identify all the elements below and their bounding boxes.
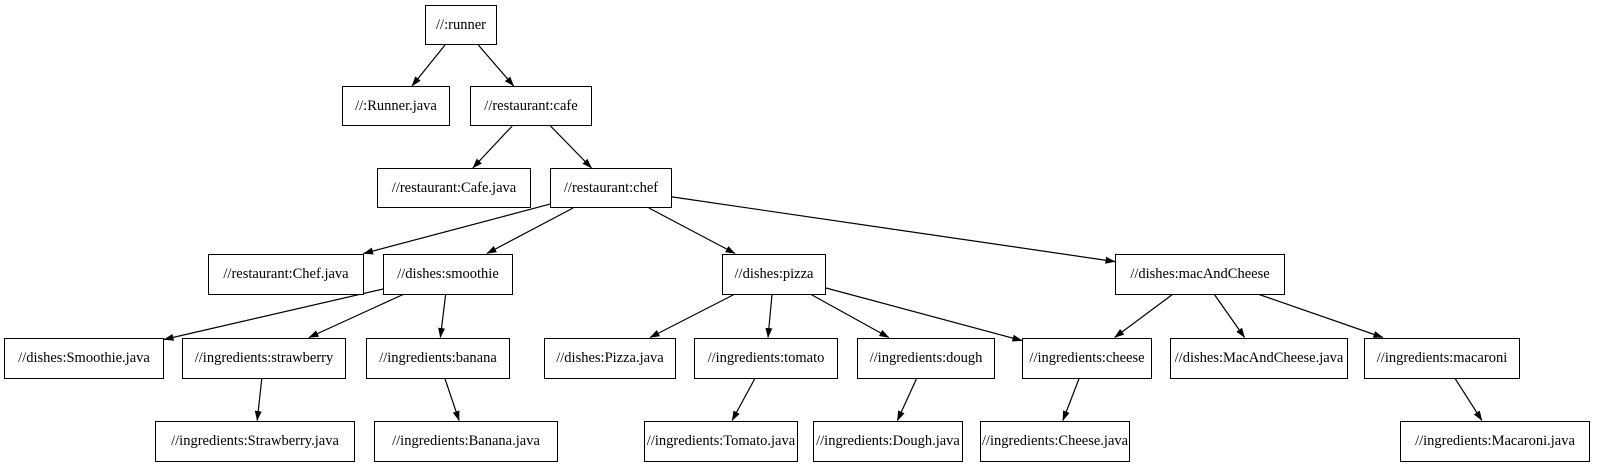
- graph-node-smoothie-java: //dishes:Smoothie.java: [4, 337, 164, 379]
- graph-node-label: //dishes:MacAndCheese.java: [1174, 349, 1344, 366]
- graph-edge-pizza-to-dough: [810, 293, 890, 339]
- graph-node-label: //dishes:pizza: [734, 265, 814, 282]
- graph-edge-dough-to-dough-java: [896, 378, 918, 421]
- graph-node-label: //ingredients:strawberry: [194, 349, 334, 366]
- graph-node-cheese-java: //ingredients:Cheese.java: [980, 420, 1130, 462]
- graph-node-label: //ingredients:tomato: [707, 349, 825, 366]
- graph-node-smoothie: //dishes:smoothie: [383, 253, 513, 295]
- graph-edge-cheese-to-cheese-java: [1062, 378, 1080, 421]
- graph-edge-cafe-to-chef: [550, 125, 592, 169]
- graph-node-mac-and-cheese-java: //dishes:MacAndCheese.java: [1170, 337, 1348, 379]
- graph-edge-chef-to-pizza: [648, 207, 736, 255]
- graph-node-dough-java: //ingredients:Dough.java: [813, 420, 963, 462]
- graph-edge-chef-to-mac-and-cheese: [671, 196, 1116, 264]
- graph-node-dough: //ingredients:dough: [857, 337, 995, 379]
- graph-edge-smoothie-to-strawberry: [308, 293, 404, 339]
- graph-edge-mac-and-cheese-to-macaroni: [1258, 293, 1384, 339]
- graph-edge-pizza-to-tomato: [765, 294, 773, 338]
- graph-edge-macaroni-to-macaroni-java: [1454, 378, 1483, 421]
- graph-node-label: //restaurant:Cafe.java: [391, 179, 517, 196]
- graph-edge-pizza-to-pizza-java: [649, 293, 735, 339]
- graph-node-pizza: //dishes:pizza: [722, 253, 826, 295]
- graph-node-label: //ingredients:Cheese.java: [981, 432, 1129, 449]
- graph-node-label: //ingredients:Strawberry.java: [171, 432, 339, 449]
- graph-node-chef-java: //restaurant:Chef.java: [208, 253, 364, 295]
- graph-node-label: //dishes:Pizza.java: [556, 349, 664, 366]
- graph-node-pizza-java: //dishes:Pizza.java: [544, 337, 676, 379]
- graph-node-macaroni-java: //ingredients:Macaroni.java: [1400, 420, 1590, 462]
- graph-node-cafe: //restaurant:cafe: [470, 86, 592, 126]
- graph-node-cheese: //ingredients:cheese: [1022, 337, 1152, 379]
- graph-node-tomato: //ingredients:tomato: [694, 337, 838, 379]
- graph-edge-mac-and-cheese-to-mac-and-cheese-java: [1213, 294, 1246, 338]
- graph-node-runner: //:runner: [425, 5, 497, 45]
- graph-node-label: //restaurant:cafe: [484, 97, 578, 114]
- graph-edge-tomato-to-tomato-java: [731, 378, 756, 421]
- graph-node-label: //ingredients:Banana.java: [392, 432, 540, 449]
- graph-node-label: //ingredients:macaroni: [1376, 349, 1508, 366]
- graph-node-label: //dishes:Smoothie.java: [18, 349, 150, 366]
- graph-node-label: //ingredients:dough: [869, 349, 983, 366]
- graph-edge-banana-to-banana-java: [444, 378, 460, 421]
- graph-edge-runner-to-cafe: [477, 44, 515, 87]
- graph-edge-smoothie-to-smoothie-java: [163, 288, 384, 341]
- graph-node-banana: //ingredients:banana: [366, 337, 510, 379]
- graph-edge-strawberry-to-strawberry-java: [254, 378, 263, 421]
- graph-edge-pizza-to-cheese: [825, 287, 1023, 342]
- graph-node-tomato-java: //ingredients:Tomato.java: [644, 420, 798, 462]
- graph-node-mac-and-cheese: //dishes:macAndCheese: [1115, 253, 1285, 295]
- graph-node-label: //ingredients:banana: [379, 349, 497, 366]
- graph-edge-runner-to-runner-java: [411, 44, 446, 87]
- graph-node-banana-java: //ingredients:Banana.java: [374, 420, 558, 462]
- graph-edge-cafe-to-cafe-java: [472, 125, 513, 169]
- graph-node-runner-java: //:Runner.java: [342, 86, 450, 126]
- graph-edge-chef-to-smoothie: [486, 207, 574, 255]
- graph-node-label: //restaurant:chef: [563, 179, 659, 196]
- graph-node-label: //restaurant:Chef.java: [223, 265, 349, 282]
- graph-node-label: //dishes:macAndCheese: [1130, 265, 1270, 282]
- graph-node-label: //ingredients:cheese: [1029, 349, 1145, 366]
- graph-node-cafe-java: //restaurant:Cafe.java: [377, 168, 531, 208]
- graph-node-label: //ingredients:Macaroni.java: [1415, 432, 1575, 449]
- graph-node-label: //ingredients:Tomato.java: [646, 432, 796, 449]
- graph-node-label: //ingredients:Dough.java: [816, 432, 960, 449]
- graph-node-chef: //restaurant:chef: [550, 168, 672, 208]
- graph-node-label: //:Runner.java: [355, 97, 437, 114]
- graph-edge-smoothie-to-banana: [438, 294, 447, 338]
- graph-node-label: //dishes:smoothie: [397, 265, 499, 282]
- graph-node-macaroni: //ingredients:macaroni: [1364, 337, 1520, 379]
- graph-node-strawberry: //ingredients:strawberry: [182, 337, 346, 379]
- graph-node-label: //:runner: [436, 16, 486, 33]
- graph-edge-chef-to-chef-java: [363, 203, 551, 255]
- graph-edge-mac-and-cheese-to-cheese: [1114, 294, 1173, 338]
- graph-node-strawberry-java: //ingredients:Strawberry.java: [155, 420, 355, 462]
